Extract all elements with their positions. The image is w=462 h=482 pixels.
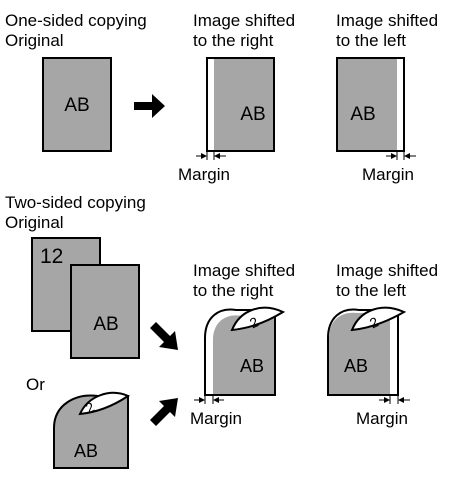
two-sided-shift-left-line1: Image shifted xyxy=(336,261,439,280)
one-sided-shift-right-line2: to the right xyxy=(193,31,274,50)
two-sided-original-label: Original xyxy=(5,213,64,232)
shifted-right-page-text: AB xyxy=(240,104,265,125)
two-sided-margin-indicator-left xyxy=(379,395,410,404)
two-sided-margin-indicator-right xyxy=(194,395,224,404)
curled-original-text: AB xyxy=(74,441,98,461)
front-page-text: AB xyxy=(93,314,118,335)
two-sided-or-label: Or xyxy=(26,375,45,394)
two-sided-margin-label-left: Margin xyxy=(356,409,408,428)
original-page-rect xyxy=(42,57,112,152)
original-page-text: AB xyxy=(64,95,89,116)
two-sided-shift-left-line2: to the left xyxy=(336,281,406,300)
one-sided-shifted-left-page: AB xyxy=(336,57,405,152)
one-sided-heading: One-sided copying xyxy=(5,11,147,30)
two-sided-shifted-left-page: 2 AB xyxy=(327,306,407,396)
one-sided-margin-label-right: Margin xyxy=(178,165,230,184)
one-sided-margin-indicator-right xyxy=(196,151,226,160)
two-sided-arrow-up-icon xyxy=(150,398,178,426)
two-sided-shift-right-line1: Image shifted xyxy=(193,261,296,280)
shifted-left-page-text: AB xyxy=(350,104,375,125)
one-sided-original-label: Original xyxy=(5,31,64,50)
one-sided-shift-left-line2: to the left xyxy=(336,31,406,50)
two-sided-shift-right-line2: to the right xyxy=(193,281,274,300)
two-sided-shifted-right-page: 2 AB xyxy=(204,306,286,396)
shifted-right-image xyxy=(214,59,273,150)
shifted-left-image xyxy=(338,59,397,150)
two-sided-shifted-left-text: AB xyxy=(344,356,368,376)
two-sided-margin-label-right: Margin xyxy=(190,409,242,428)
back-page-text: 12 xyxy=(40,245,63,268)
one-sided-shift-left-line1: Image shifted xyxy=(336,11,439,30)
one-sided-shift-right-line1: Image shifted xyxy=(193,11,296,30)
two-sided-heading: Two-sided copying xyxy=(5,193,146,212)
one-sided-original-page: AB xyxy=(42,57,112,152)
one-sided-margin-indicator-left xyxy=(386,151,416,160)
one-sided-shifted-right-page: AB xyxy=(206,57,275,152)
two-sided-curled-original: 2 AB xyxy=(53,391,131,469)
two-sided-arrow-down-icon xyxy=(150,322,178,350)
two-sided-shifted-right-text: AB xyxy=(240,356,264,376)
two-sided-front-page: AB xyxy=(70,264,140,359)
one-sided-arrow-icon xyxy=(134,94,165,118)
one-sided-margin-label-left: Margin xyxy=(362,165,414,184)
